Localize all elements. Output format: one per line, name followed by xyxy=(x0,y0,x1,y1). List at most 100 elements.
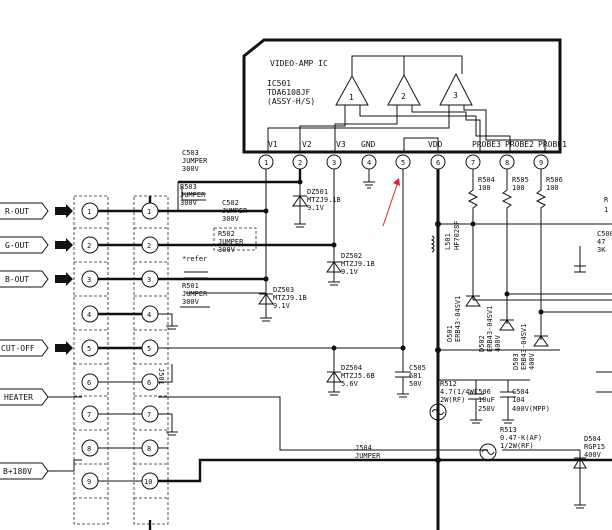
right-pin-8: 8 xyxy=(147,445,151,453)
jumpers: C503 JUMPER 300V R503 JUMPER 300V C502 J… xyxy=(180,149,381,460)
dz501-volt: 9.1V xyxy=(307,204,325,212)
c503-volt: 300V xyxy=(182,165,200,173)
dz501-ref: DZ501 xyxy=(307,188,328,196)
d503-volt: 400V xyxy=(528,352,536,370)
right-pin-10: 10 xyxy=(144,478,152,486)
pin-label-v2: V2 xyxy=(302,140,312,149)
left-pin-6: 6 xyxy=(87,379,91,387)
c506-value: 10uF xyxy=(478,396,495,404)
capacitor-c505: C505 681 50V xyxy=(395,345,426,398)
ic-pins: 1 2 3 4 5 6 7 8 9 xyxy=(258,154,549,170)
left-pin-4: 4 xyxy=(87,311,91,319)
pin-label-vdd: VDD xyxy=(428,140,443,149)
pin-9: 9 xyxy=(539,159,543,167)
r513-ref: R513 xyxy=(500,426,517,434)
r503-volt: 300V xyxy=(180,199,198,207)
right-pin-3: 3 xyxy=(147,276,151,284)
r501-volt: 300V xyxy=(182,298,200,306)
dz504-volt: 5.6V xyxy=(341,380,359,388)
left-pin-9: 9 xyxy=(87,478,91,486)
amp-1-label: 1 xyxy=(349,93,354,102)
signal-cut-off: CUT-OFF xyxy=(1,344,35,353)
dz504-ref: DZ504 xyxy=(341,364,362,372)
probe-resistors: R504 100 R505 100 R506 100 xyxy=(467,169,612,340)
ic-assy: (ASSY-H/S) xyxy=(267,97,315,106)
r506-value: 100 xyxy=(546,184,559,192)
right-pin-7: 7 xyxy=(147,411,151,419)
l501-part: HF7028F xyxy=(453,220,461,250)
c503-type: JUMPER xyxy=(182,157,208,165)
d503-ref: D503 xyxy=(512,353,520,370)
connector-right-pins: 1 2 3 4 5 6 7 8 10 xyxy=(141,202,159,490)
r512-rating: 2W(RF) xyxy=(440,396,465,404)
d504-part: RGP15 xyxy=(584,443,605,451)
amp-1-triangle xyxy=(335,74,369,106)
c500-ref: C500 xyxy=(597,230,612,238)
c502-type: JUMPER xyxy=(222,207,248,215)
pin-6: 6 xyxy=(436,159,440,167)
r512-value: 4.7(1/4W) xyxy=(440,388,478,396)
inductor-l501: L501 HF7028F xyxy=(430,220,461,258)
signal-r-out: R-OUT xyxy=(5,207,29,216)
d502-ref: D502 xyxy=(478,335,486,352)
r506-ref: R506 xyxy=(546,176,563,184)
gnd-symbol xyxy=(363,169,375,189)
dz502-ref: DZ502 xyxy=(341,252,362,260)
d504-volt: 400V xyxy=(584,451,602,459)
r504-value: 100 xyxy=(478,184,491,192)
dz503-ref: DZ503 xyxy=(273,286,294,294)
r505-ref: R505 xyxy=(512,176,529,184)
ic-part: TDA6108JF xyxy=(267,88,311,97)
c504-ref: C504 xyxy=(512,388,529,396)
ic501-block: VIDEO-AMP IC IC501 TDA6108JF (ASSY-H/S) … xyxy=(242,38,567,154)
red-arrow xyxy=(382,181,399,227)
r501-ref: R501 xyxy=(182,282,199,290)
left-pin-8: 8 xyxy=(87,445,91,453)
j504-ref: J504 xyxy=(355,444,372,452)
pin-8: 8 xyxy=(505,159,509,167)
refer-note: *refer xyxy=(182,255,207,263)
right-pin-1: 1 xyxy=(147,208,151,216)
c500-value: 47 xyxy=(597,238,605,246)
supply-filter: R512 4.7(1/4W) 2W(RF) C506 10uF 250V C50… xyxy=(429,379,550,461)
left-pin-5: 5 xyxy=(87,345,91,353)
r512-ref: R512 xyxy=(440,380,457,388)
c500-volt: 3K xyxy=(597,246,606,254)
d501-ref: D501 xyxy=(446,325,454,342)
right-edge-parts: D504 RGP15 400V C500 47 3K R 1 xyxy=(573,196,612,509)
right-pin-6: 6 xyxy=(147,379,151,387)
c504-value: 104 xyxy=(512,396,525,404)
c502-volt: 300V xyxy=(222,215,240,223)
amp-3-label: 3 xyxy=(453,91,458,100)
connector-left-pins: 1 2 3 4 5 6 7 8 9 xyxy=(81,202,99,490)
pin-label-probe1: PROBE1 xyxy=(538,140,567,149)
r513-rating: 1/2W(RF) xyxy=(500,442,534,450)
dz502-part: MTZJ9.1B xyxy=(341,260,375,268)
dz504-part: MTZJ5.6B xyxy=(341,372,375,380)
left-pin-1: 1 xyxy=(87,208,91,216)
signal-b180v: B+180V xyxy=(3,467,32,476)
left-pin-7: 7 xyxy=(87,411,91,419)
r-right-ref: R xyxy=(604,196,609,204)
dz501-part: MTZJ9.1B xyxy=(307,196,341,204)
r-right-value: 1 xyxy=(604,206,608,214)
c505-value: 681 xyxy=(409,372,422,380)
pin-4: 4 xyxy=(367,159,371,167)
d503-part: ERB43-04SV1 xyxy=(520,324,528,370)
dz503-part: MTZJ9.1B xyxy=(273,294,307,302)
pin-label-v3: V3 xyxy=(336,140,346,149)
signal-heater: HEATER xyxy=(4,393,33,402)
pin-label-probe2: PROBE2 xyxy=(505,140,534,149)
diodes-d501-d503: D501 ERB43-04SV1 D502 ERB43-04SV1 400V D… xyxy=(446,295,560,370)
c506-volt: 250V xyxy=(478,405,496,413)
ic-ref: IC501 xyxy=(267,79,291,88)
r503-ref: R503 xyxy=(180,183,197,191)
junction-dots xyxy=(263,208,441,463)
r513-value: 0.47-K(AF) xyxy=(500,434,542,442)
pin-label-v1: V1 xyxy=(268,140,278,149)
d502-part: ERB43-04SV1 xyxy=(486,306,494,352)
c505-ref: C505 xyxy=(409,364,426,372)
amp-3-triangle xyxy=(439,72,473,106)
ic-title: VIDEO-AMP IC xyxy=(270,59,328,68)
r502-ref: R502 xyxy=(218,230,235,238)
